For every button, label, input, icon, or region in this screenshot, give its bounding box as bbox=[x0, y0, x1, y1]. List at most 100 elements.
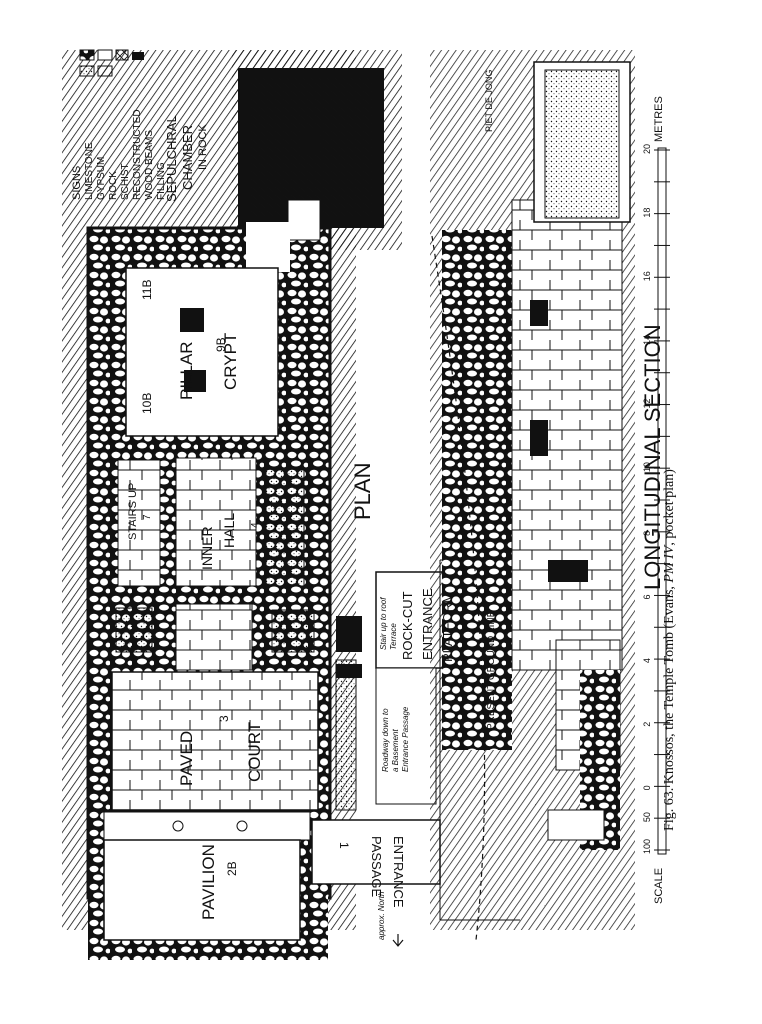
passage-label: PASSAGE bbox=[369, 836, 384, 898]
number-4: 4 bbox=[250, 522, 261, 528]
pillar-crypt-room bbox=[125, 267, 279, 437]
north-arrow-icon bbox=[392, 934, 404, 947]
pillar-2 bbox=[184, 370, 206, 392]
legend-item-3: SCHIST bbox=[120, 163, 131, 200]
scale-tick-label: 8 bbox=[642, 531, 652, 536]
roadway-note-3: Entrance Passage bbox=[401, 706, 410, 772]
section-beam-2 bbox=[530, 420, 548, 456]
pillar-1 bbox=[180, 308, 204, 332]
pavilion-room bbox=[103, 839, 301, 941]
court-label: COURT bbox=[245, 722, 264, 782]
scale-tick-label: 0 bbox=[642, 785, 652, 790]
scale-tick-label: 14 bbox=[642, 335, 652, 345]
scale-tick-label: 10 bbox=[642, 462, 652, 472]
ground-line-label: PRESENT GROUND LINE bbox=[486, 610, 497, 730]
longitudinal-section bbox=[430, 50, 635, 941]
caption-suffix: , pocket plan) bbox=[662, 469, 677, 546]
legend-item-5: WOOD BEAMS bbox=[144, 130, 155, 200]
scale-tick-label: 20 bbox=[642, 144, 652, 154]
entrance-passage bbox=[311, 819, 441, 885]
wood-beam-1 bbox=[336, 616, 362, 652]
scale-ticks: 100 50 0 2 4 6 8 10 12 14 16 18 20 bbox=[642, 144, 670, 854]
north-label: approx. North bbox=[377, 891, 386, 940]
scale-tick-label: 50 bbox=[642, 812, 652, 822]
scale-tick-label: 2 bbox=[642, 722, 652, 727]
rock-cut-label: ROCK-CUT bbox=[400, 591, 415, 660]
section-label: LONGITUDINAL SECTION bbox=[640, 324, 665, 590]
number-3: 3 bbox=[217, 715, 231, 722]
caption-prefix: Fig. 63. Knossos, the Temple Tomb (Evans… bbox=[662, 582, 677, 831]
number-11b: 11B bbox=[140, 280, 154, 300]
legend-swatches bbox=[79, 49, 144, 77]
sepulchral-label-1: SEPULCHRAL bbox=[164, 115, 179, 202]
small-room-2 bbox=[271, 609, 315, 653]
present-ground-line bbox=[431, 235, 486, 941]
roadway-note-2: a Basement bbox=[391, 729, 400, 772]
chamber-doorway bbox=[287, 199, 321, 241]
crypt-label: CRYPT bbox=[221, 333, 240, 390]
stairs bbox=[117, 459, 161, 587]
scale-tick-label: 100 bbox=[642, 839, 652, 854]
inner-hall bbox=[175, 457, 257, 587]
filled-room bbox=[265, 467, 305, 587]
small-room-1 bbox=[115, 607, 153, 653]
number-10b: 10B bbox=[140, 393, 154, 414]
plan-label: PLAN bbox=[350, 463, 375, 520]
plan bbox=[62, 49, 520, 960]
legend-heading: SIGNS bbox=[71, 166, 83, 200]
legend-item-2: ROCK bbox=[108, 171, 119, 200]
entrance-label: ENTRANCE bbox=[391, 836, 406, 908]
pillar-label: PILLAR bbox=[177, 341, 196, 400]
legend-item-0: LIMESTONE bbox=[84, 142, 95, 200]
labels: PLAN LONGITUDINAL SECTION PILLAR CRYPT 1… bbox=[71, 70, 665, 940]
hall-label: HALL bbox=[221, 513, 237, 548]
chamber-passage bbox=[246, 222, 290, 272]
scale-rule bbox=[657, 147, 667, 855]
number-1: 1 bbox=[337, 842, 351, 849]
sepulchral-label-2: CHAMBER bbox=[180, 125, 195, 190]
scale-bar: 100 50 0 2 4 6 8 10 12 14 16 18 20 bbox=[642, 144, 670, 855]
entrance2-label: ENTRANCE bbox=[420, 588, 435, 660]
sepulchral-label-3: IN ROCK bbox=[197, 124, 209, 171]
pavilion-label: PAVILION bbox=[199, 844, 218, 920]
artist-credit: PIET DE JONG bbox=[484, 70, 494, 132]
legend-item-1: GYPSUM bbox=[96, 157, 107, 200]
section-pavilion bbox=[547, 809, 605, 841]
wood-beam-2 bbox=[336, 664, 362, 678]
paved-court bbox=[111, 671, 319, 811]
section-masonry bbox=[511, 199, 623, 671]
roadway-note-1: Roadway down to bbox=[381, 708, 390, 772]
figure-caption: Fig. 63. Knossos, the Temple Tomb (Evans… bbox=[662, 300, 678, 1000]
scale-unit: METRES bbox=[653, 96, 665, 142]
platform-label: PLATFORM bbox=[440, 592, 455, 662]
scale-tick-label: 4 bbox=[642, 658, 652, 663]
roadway bbox=[375, 667, 437, 805]
scale-label: SCALE bbox=[653, 868, 665, 904]
stair-note-2: Terrace bbox=[389, 623, 398, 650]
inner-label: INNER bbox=[199, 526, 215, 570]
section-beam-3 bbox=[548, 560, 588, 582]
stairs-label: STAIRS UP bbox=[127, 483, 139, 540]
scale-tick-label: 16 bbox=[642, 271, 652, 281]
number-2b: 2B bbox=[225, 861, 239, 876]
number-9b: 9B bbox=[214, 337, 228, 352]
number-7: 7 bbox=[142, 514, 153, 520]
chamber-pit bbox=[300, 130, 320, 152]
scale-tick-label: 12 bbox=[642, 399, 652, 409]
paved-label: PAVED bbox=[177, 731, 196, 786]
stair-note-1: Stair up to roof bbox=[379, 597, 388, 650]
corridor-filling bbox=[335, 659, 357, 811]
caption-italic: PM IV bbox=[662, 545, 677, 583]
scale-tick-label: 18 bbox=[642, 208, 652, 218]
section-beam-1 bbox=[530, 300, 548, 326]
section-chamber-fill bbox=[544, 69, 620, 219]
scale-tick-label: 6 bbox=[642, 594, 652, 599]
column-base-2 bbox=[236, 820, 248, 832]
court-portico bbox=[103, 811, 311, 841]
vestibule bbox=[175, 603, 253, 671]
section-rubble bbox=[442, 230, 512, 750]
legend-item-6: FILLING bbox=[156, 162, 167, 200]
legend-item-4: RECONSTRUCTED bbox=[132, 109, 143, 200]
column-base-1 bbox=[172, 820, 184, 832]
